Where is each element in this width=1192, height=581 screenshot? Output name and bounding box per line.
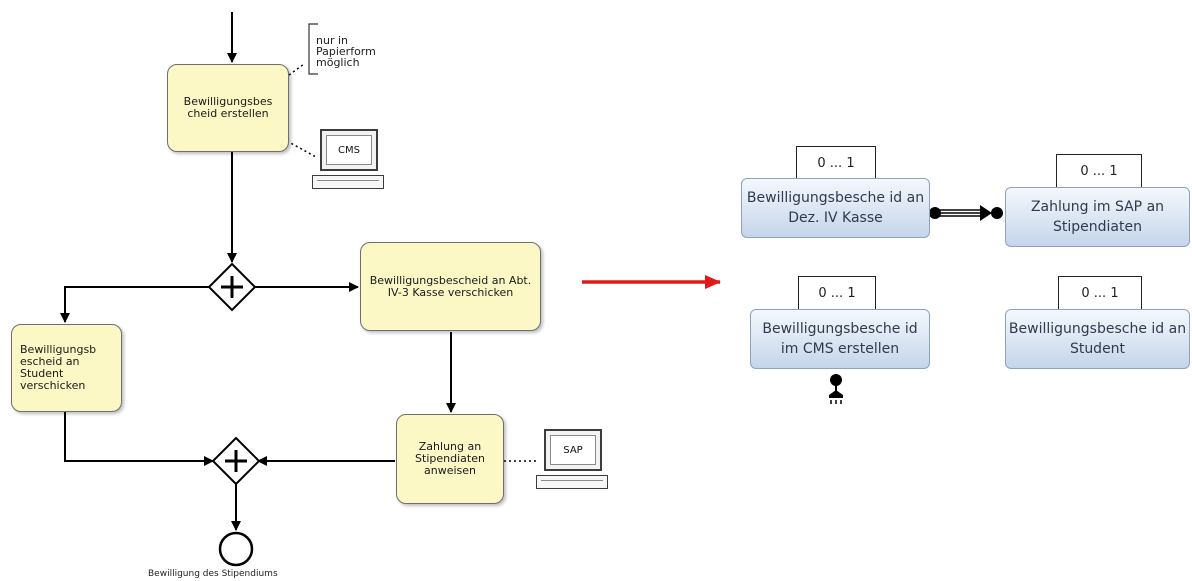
- model-connector: [929, 205, 1003, 221]
- anchor-symbol: [829, 374, 843, 404]
- task-send-to-cash-office: Bewilligungsbescheid an Abt. IV-3 Kasse …: [360, 242, 541, 331]
- cms-label: CMS: [326, 135, 372, 165]
- end-event-label: Bewilligung des Stipendiums: [148, 569, 278, 579]
- text-annotation: nur in Papierform möglich: [316, 34, 376, 69]
- element-dez-iv-kasse[interactable]: Bewilligungsbesche id an Dez. IV Kasse: [741, 178, 930, 238]
- annotation-bracket: [308, 23, 318, 75]
- task-send-to-student: Bewilligungsb escheid an Student verschi…: [11, 324, 122, 412]
- element-zahlung-sap[interactable]: Zahlung im SAP an Stipendiaten: [1005, 187, 1190, 247]
- cms-computer-icon: CMS: [312, 129, 384, 191]
- task-payment: Zahlung an Stipendiaten anweisen: [396, 414, 504, 504]
- association-cms: [286, 140, 317, 158]
- flow-student-to-join: [64, 412, 214, 466]
- sap-label: SAP: [550, 435, 596, 465]
- element-an-student[interactable]: Bewilligungsbesche id an Student: [1005, 309, 1190, 369]
- multiplicity-box: 0 ... 1: [1056, 154, 1142, 188]
- task-create-notice: Bewilligungsbes cheid erstellen: [167, 64, 289, 152]
- sap-computer-icon: SAP: [536, 429, 608, 491]
- multiplicity-box: 0 ... 1: [796, 146, 876, 179]
- association-annotation: [288, 63, 305, 76]
- parallel-gateway-split: [207, 262, 257, 312]
- end-event: [218, 531, 254, 567]
- element-cms-erstellen[interactable]: Bewilligungsbesche id im CMS erstellen: [750, 309, 930, 369]
- flow-gateway-to-student: [60, 286, 209, 323]
- multiplicity-box: 0 ... 1: [1058, 276, 1142, 310]
- parallel-gateway-join: [211, 436, 261, 486]
- multiplicity-box: 0 ... 1: [798, 276, 876, 310]
